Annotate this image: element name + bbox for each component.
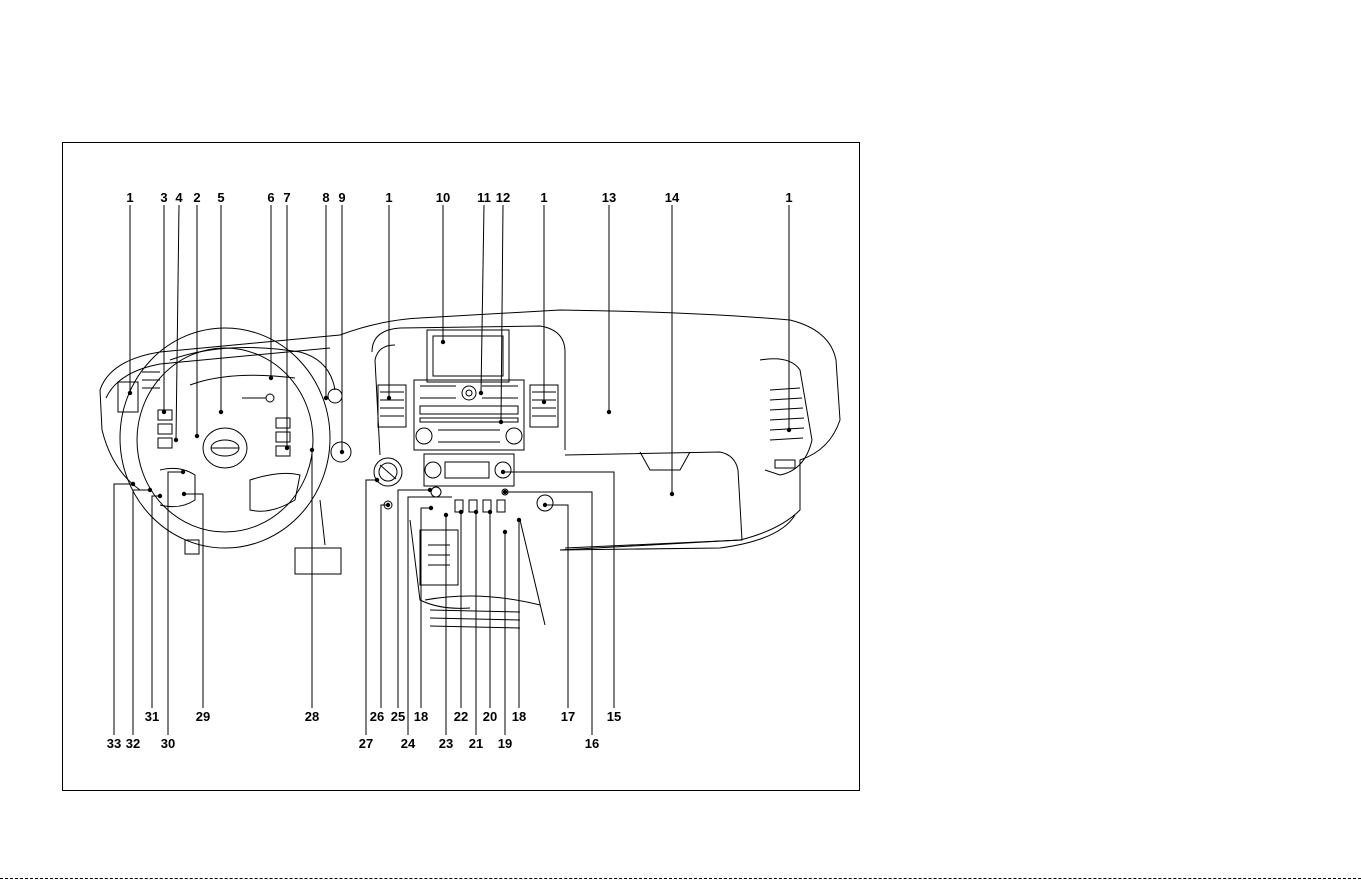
callout-32: 32	[126, 736, 140, 751]
callout-29: 29	[196, 709, 210, 724]
callout-1: 1	[785, 190, 792, 205]
callout-24: 24	[401, 736, 416, 751]
callout-7: 7	[283, 190, 290, 205]
callout-5: 5	[217, 190, 224, 205]
callout-33: 33	[107, 736, 121, 751]
callout-18: 18	[512, 709, 526, 724]
bottom-callouts-row2: 33 32 30 27 24 23 21 19 16	[107, 736, 599, 751]
callout-30: 30	[161, 736, 175, 751]
callout-19: 19	[498, 736, 512, 751]
callout-9: 9	[338, 190, 345, 205]
top-callouts: 1 3 4 2 5 6 7 8 9 1 10 11 12 1 13 14 1	[126, 190, 792, 205]
callout-20: 20	[483, 709, 497, 724]
callout-17: 17	[561, 709, 575, 724]
callout-11: 11	[477, 190, 491, 205]
callout-25: 25	[391, 709, 405, 724]
callout-22: 22	[454, 709, 468, 724]
callout-4: 4	[175, 190, 183, 205]
callout-1: 1	[126, 190, 133, 205]
dashboard-drawing	[100, 310, 840, 628]
callout-1: 1	[540, 190, 547, 205]
callout-18: 18	[414, 709, 428, 724]
callout-26: 26	[370, 709, 384, 724]
page-bottom-rule	[0, 878, 1361, 879]
callout-10: 10	[436, 190, 450, 205]
callout-1: 1	[385, 190, 392, 205]
leader-lines-bottom	[114, 450, 614, 735]
callout-16: 16	[585, 736, 599, 751]
callout-15: 15	[607, 709, 621, 724]
callout-31: 31	[145, 709, 159, 724]
callout-6: 6	[267, 190, 274, 205]
callout-27: 27	[359, 736, 373, 751]
bottom-callouts-row1: 31 29 28 26 25 18 22 20 18 17 15	[145, 709, 621, 724]
callout-2: 2	[193, 190, 200, 205]
callout-23: 23	[439, 736, 453, 751]
callout-13: 13	[602, 190, 616, 205]
callout-21: 21	[469, 736, 483, 751]
callout-3: 3	[160, 190, 167, 205]
callout-8: 8	[322, 190, 329, 205]
callout-14: 14	[665, 190, 680, 205]
leader-lines-top	[130, 205, 789, 494]
leader-dots-bottom	[131, 448, 547, 534]
callout-12: 12	[496, 190, 510, 205]
callout-28: 28	[305, 709, 319, 724]
